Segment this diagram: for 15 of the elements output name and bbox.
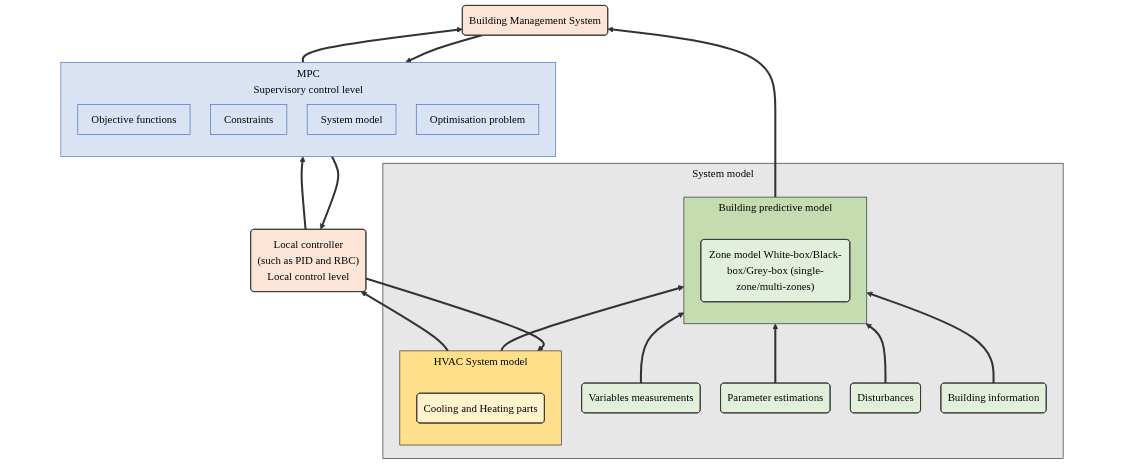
node-box: Constraints [210,104,288,135]
arrow [639,312,685,384]
arrow [772,323,779,384]
node-box: Objective functions [77,104,191,135]
node-box: System model [306,104,397,135]
arrow [500,285,685,352]
arrow [607,26,777,198]
arrow [299,156,307,230]
arrow [405,34,483,63]
arrow [360,291,449,352]
node-box: Optimisation problem [415,104,540,135]
arrow [319,156,340,230]
arrow [365,277,545,352]
arrow [865,323,887,384]
arrow [866,291,995,384]
